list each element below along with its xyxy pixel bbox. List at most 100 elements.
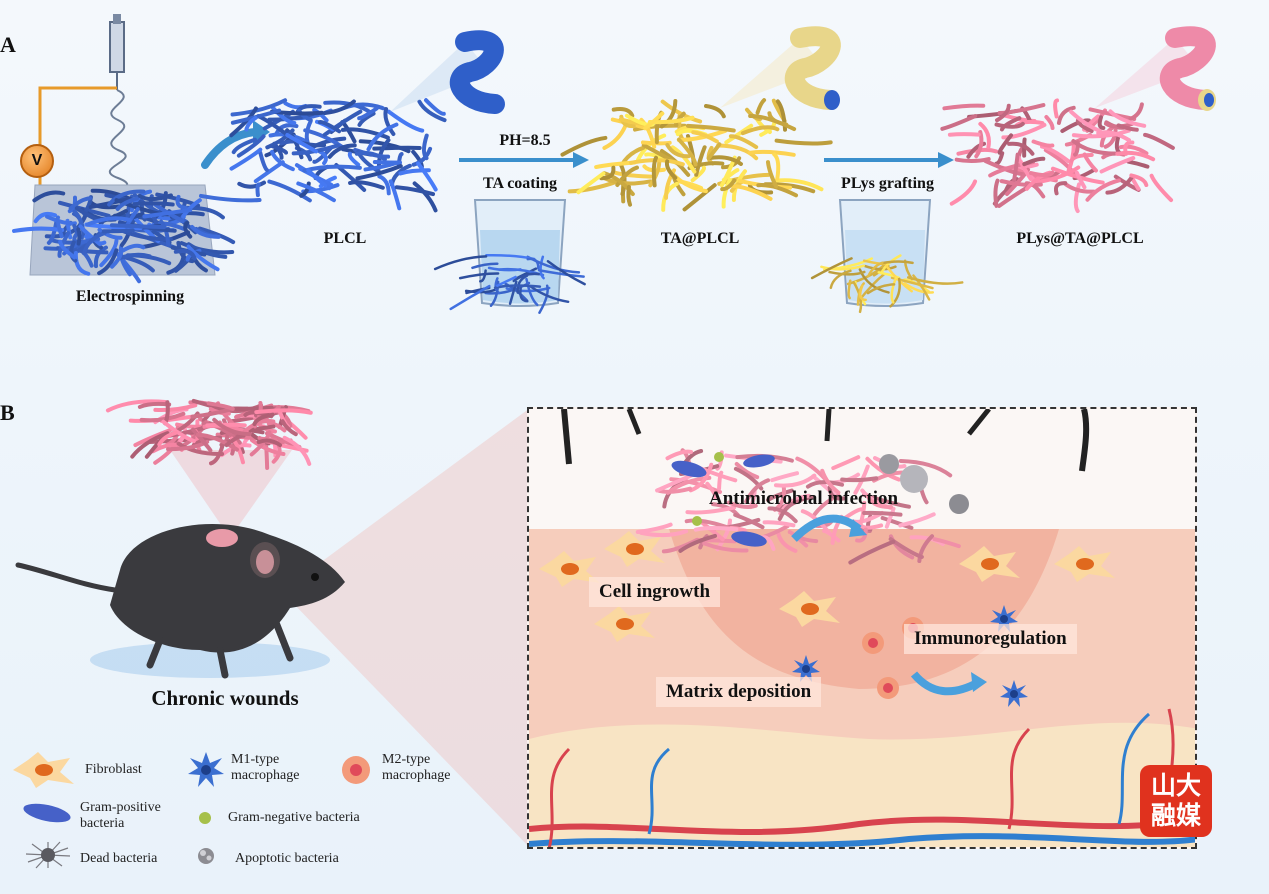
fiber xyxy=(516,274,529,294)
fiber xyxy=(85,216,132,227)
fiber xyxy=(877,271,901,280)
fiber xyxy=(411,146,433,167)
fiber xyxy=(734,462,760,480)
fiber xyxy=(205,422,247,428)
m1-macrophage-icon xyxy=(188,752,224,787)
fiber xyxy=(433,255,488,271)
plcl-label: PLCL xyxy=(323,230,367,247)
fiber xyxy=(181,198,202,219)
fiber xyxy=(898,458,953,478)
step2-grafting-label: PLys grafting xyxy=(841,175,934,192)
wound-inset: Antimicrobial infection Cell ingrowth Im… xyxy=(527,407,1197,849)
fiber xyxy=(265,128,295,150)
fiber xyxy=(639,529,689,538)
fiber xyxy=(629,158,685,167)
fiber xyxy=(1063,182,1096,194)
fiber xyxy=(97,248,119,276)
fiber xyxy=(669,477,723,495)
fiber xyxy=(775,530,798,553)
fiber xyxy=(1097,115,1106,131)
fiber xyxy=(508,280,518,305)
ta-fiber-zoom xyxy=(720,26,841,110)
fiber xyxy=(270,149,295,172)
fiber xyxy=(1128,102,1144,121)
legend-gram-positive: Gram-positive bacteria xyxy=(80,800,161,832)
fiber xyxy=(651,155,658,188)
electrospun-mat xyxy=(12,188,262,284)
voltage-source: V xyxy=(20,144,54,178)
fiber xyxy=(862,259,889,266)
blood-vessel xyxy=(547,747,571,847)
fiber xyxy=(1071,139,1118,156)
fiber xyxy=(190,225,221,239)
fiber xyxy=(33,211,58,224)
fiber xyxy=(285,133,319,154)
fiber xyxy=(1126,159,1150,169)
fiber xyxy=(997,103,1046,116)
fiber xyxy=(1018,160,1033,182)
fiber xyxy=(862,510,903,517)
fiber xyxy=(267,179,312,203)
fiber xyxy=(317,120,342,134)
curved-arrow xyxy=(201,120,270,169)
fiber xyxy=(940,114,978,131)
fiber xyxy=(73,251,91,276)
fiber xyxy=(611,107,635,118)
electrospinning-label: Electrospinning xyxy=(75,288,185,305)
fiber xyxy=(280,419,298,437)
fiber xyxy=(130,431,170,459)
m1-macrophage-cell xyxy=(990,605,1018,632)
fiber xyxy=(1143,132,1175,150)
fibroblast-cell xyxy=(594,606,655,642)
fiber xyxy=(32,190,66,203)
fiber xyxy=(82,230,107,256)
fiber xyxy=(255,182,261,198)
fiber xyxy=(644,152,668,162)
fiber xyxy=(296,181,336,203)
fiber xyxy=(947,132,981,137)
fiber xyxy=(493,284,542,289)
watermark-line1: 山大 xyxy=(1150,771,1201,800)
fiber xyxy=(76,227,82,246)
fiber xyxy=(842,507,864,521)
plys-fiber-zoom xyxy=(1095,26,1216,111)
fiber xyxy=(1069,152,1094,163)
fiber xyxy=(1056,105,1076,125)
fiber xyxy=(464,288,498,294)
fiber xyxy=(299,181,311,198)
fiber xyxy=(471,262,499,270)
fiber xyxy=(1040,144,1071,164)
fiber xyxy=(942,103,986,111)
fiber xyxy=(612,170,653,179)
m2-macrophage-cell xyxy=(862,632,884,654)
matrix-deposition-label: Matrix deposition xyxy=(656,677,822,707)
patch-above-mouse xyxy=(105,398,313,470)
blood-vessel xyxy=(529,833,1195,847)
fiber xyxy=(880,515,914,530)
fibroblast-icon xyxy=(13,752,74,788)
fiber xyxy=(1082,152,1098,173)
fiber xyxy=(740,125,780,136)
fibroblast-cell xyxy=(1054,546,1115,582)
fiber xyxy=(828,270,866,276)
fiber xyxy=(525,277,539,307)
m2-macrophage-icon xyxy=(342,756,370,784)
fiber xyxy=(1069,109,1102,133)
plcl-mesh xyxy=(229,98,447,213)
fiber xyxy=(1118,144,1149,156)
fiber xyxy=(388,179,402,211)
legend-apoptotic: Apoptotic bacteria xyxy=(235,851,339,866)
fiber xyxy=(728,134,759,150)
fiber xyxy=(659,99,678,129)
fiber xyxy=(949,179,978,206)
fiber xyxy=(1031,139,1055,148)
fiber xyxy=(766,488,794,503)
fiber xyxy=(322,99,356,116)
fiber xyxy=(357,106,379,121)
plys-ta-plcl-label: PLys@TA@PLCL xyxy=(1016,230,1144,247)
fiber xyxy=(831,455,861,471)
fiber xyxy=(626,184,633,207)
fiber xyxy=(327,143,357,159)
beaker-plys xyxy=(810,199,964,314)
fiber xyxy=(602,171,635,197)
